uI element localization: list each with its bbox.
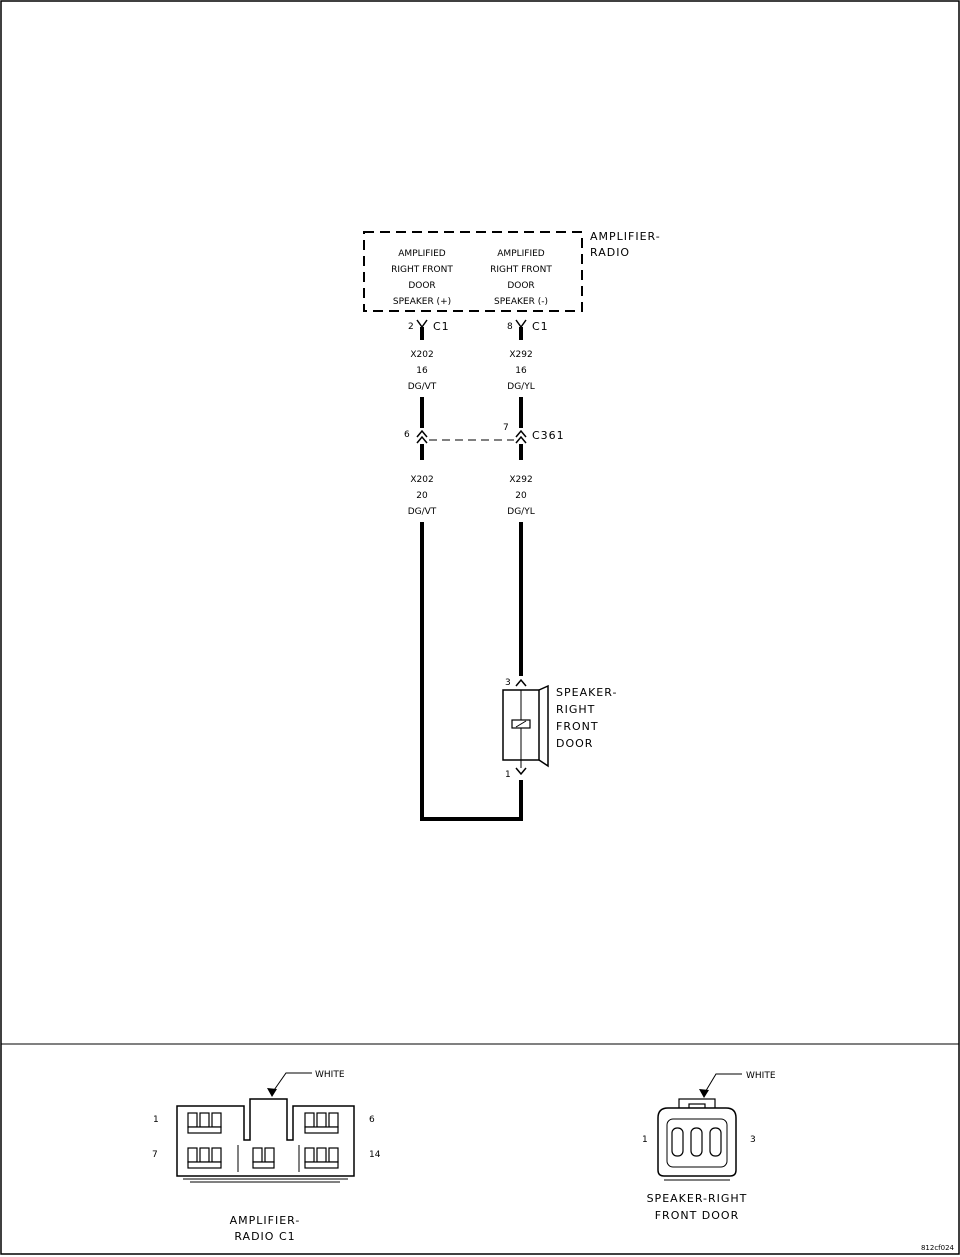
pin-minus-label: AMPLIFIED RIGHT FRONT DOOR SPEAKER (-): [490, 249, 552, 307]
speaker-name-1: SPEAKER-: [556, 686, 617, 699]
lower-wire-label-left: X202 20 DG/VT: [408, 475, 437, 517]
lower-wire-label-right: X292 20 DG/YL: [507, 475, 534, 517]
svg-text:SPEAKER (+): SPEAKER (+): [393, 297, 451, 307]
speaker-connector-view: WHITE 1 3 SPEAKER-RIGHT FRONT DOOR: [642, 1071, 776, 1222]
speaker-name-2: RIGHT: [556, 703, 595, 716]
svg-text:AMPLIFIED: AMPLIFIED: [398, 249, 446, 259]
c1-pin-left: 2: [408, 322, 414, 332]
amp-c1-pin-14: 14: [369, 1150, 381, 1160]
speaker-name-4: DOOR: [556, 737, 593, 750]
svg-text:DG/VT: DG/VT: [408, 382, 437, 392]
amp-c1-caption-1: AMPLIFIER-: [230, 1214, 301, 1227]
connector-c361: 6 7 C361: [404, 423, 565, 444]
amp-c1-color-label: WHITE: [315, 1070, 345, 1080]
c1-pin-right: 8: [507, 322, 513, 332]
pin-plus-label: AMPLIFIED RIGHT FRONT DOOR SPEAKER (+): [391, 249, 453, 307]
svg-text:X202: X202: [410, 475, 433, 485]
speaker-conn-caption-1: SPEAKER-RIGHT: [647, 1192, 748, 1205]
c361-pin-right: 7: [503, 423, 509, 433]
c1-name-left: C1: [433, 320, 450, 333]
amp-c1-connector-view: WHITE 1 6 7 14 AMPLIFIER- RADI: [152, 1070, 381, 1243]
amp-c1-pin-7: 7: [152, 1150, 158, 1160]
amplifier-radio-component: AMPLIFIER- RADIO AMPLIFIED RIGHT FRONT D…: [363, 230, 661, 312]
figure-id: 812cf024: [921, 1244, 955, 1252]
upper-wire-label-right: X292 16 DG/YL: [507, 350, 534, 392]
upper-wire-label-left: X202 16 DG/VT: [408, 350, 437, 392]
connector-c1: 2 C1 8 C1: [408, 319, 549, 340]
component-name-line2: RADIO: [590, 246, 630, 259]
svg-text:X202: X202: [410, 350, 433, 360]
svg-text:DOOR: DOOR: [507, 281, 534, 291]
speaker-right-front-door: 3 1 SPEAKER- RIGHT FRONT DOOR: [502, 678, 617, 780]
svg-text:DOOR: DOOR: [408, 281, 435, 291]
svg-text:16: 16: [416, 366, 428, 376]
amp-c1-pin-1: 1: [153, 1115, 159, 1125]
speaker-pin-top: 3: [505, 678, 511, 688]
speaker-name-3: FRONT: [556, 720, 599, 733]
amp-c1-pin-6: 6: [369, 1115, 375, 1125]
svg-text:20: 20: [416, 491, 428, 501]
speaker-conn-pin-3: 3: [750, 1135, 756, 1145]
wire-lower-left: [420, 522, 523, 821]
svg-text:16: 16: [515, 366, 527, 376]
speaker-conn-caption-2: FRONT DOOR: [655, 1209, 740, 1222]
speaker-conn-color-label: WHITE: [746, 1071, 776, 1081]
amp-c1-caption-2: RADIO C1: [234, 1230, 295, 1243]
svg-text:RIGHT FRONT: RIGHT FRONT: [391, 265, 453, 275]
svg-text:DG/YL: DG/YL: [507, 382, 534, 392]
svg-text:X292: X292: [509, 475, 532, 485]
speaker-conn-pin-1: 1: [642, 1135, 648, 1145]
svg-text:20: 20: [515, 491, 527, 501]
c361-pin-left: 6: [404, 430, 410, 440]
svg-text:RIGHT FRONT: RIGHT FRONT: [490, 265, 552, 275]
speaker-pin-bottom: 1: [505, 770, 511, 780]
c1-name-right: C1: [532, 320, 549, 333]
svg-text:X292: X292: [509, 350, 532, 360]
svg-text:DG/YL: DG/YL: [507, 507, 534, 517]
svg-text:SPEAKER (-): SPEAKER (-): [494, 297, 548, 307]
svg-text:DG/VT: DG/VT: [408, 507, 437, 517]
component-name-line1: AMPLIFIER-: [590, 230, 661, 243]
svg-text:AMPLIFIED: AMPLIFIED: [497, 249, 545, 259]
c361-name: C361: [532, 429, 565, 442]
